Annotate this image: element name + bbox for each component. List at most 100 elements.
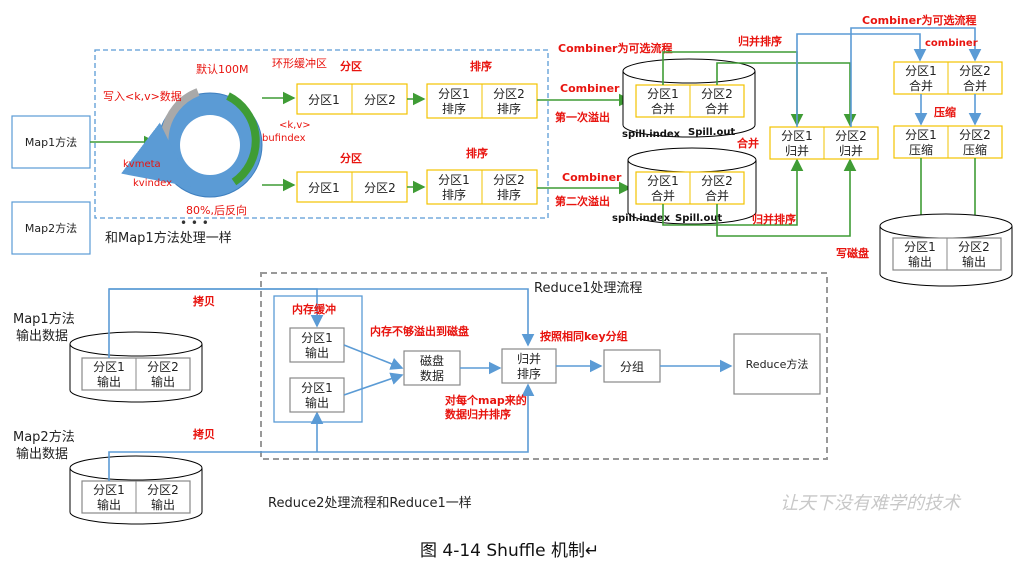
compressed-p2-a: 分区2 (959, 128, 991, 142)
default-100m-label: 默认100M (196, 63, 249, 76)
combiner-label-1: Combiner (560, 82, 620, 95)
copy-arrow-1 (108, 288, 535, 358)
spill2-out-label: Spill.out (675, 213, 722, 224)
ring-buffer-hole (180, 115, 240, 175)
combined-p2-a: 分区2 (959, 64, 991, 78)
figure-caption: 图 4-14 Shuffle 机制↵ (420, 541, 599, 561)
pct80-label: 80%,后反向 (186, 203, 247, 217)
compressed-p1-b: 压缩 (909, 142, 933, 157)
sort2-p2-a: 分区2 (493, 173, 525, 187)
per-map-label-a: 对每个map来的 (445, 393, 527, 407)
sort2-p2-b: 排序 (497, 187, 521, 202)
spill2-index-label: spill.index (612, 213, 671, 224)
merge1-to-combiner-arrow (796, 33, 927, 127)
merged-p1-a: 分区1 (781, 129, 813, 143)
reduce-method-box (733, 333, 821, 395)
map1-out-label-a: Map1方法 (13, 311, 75, 327)
spill2-p1-a: 分区1 (647, 174, 679, 188)
spill2-p1-b: 合并 (651, 188, 675, 203)
map2-out-label-b: 输出数据 (16, 446, 68, 462)
m2out-p2-b: 输出 (151, 497, 175, 512)
spill1-p2-b: 合并 (705, 101, 729, 116)
copy-to-mem-1 (109, 288, 324, 328)
m2out-p1-b: 输出 (97, 497, 121, 512)
output-p1-b: 输出 (908, 254, 932, 269)
sort-p2-a: 分区2 (493, 87, 525, 101)
first-spill-label: 第一次溢出 (555, 110, 610, 124)
bufindex-label: bufindex (262, 133, 306, 144)
per-map-label-b: 数据归并排序 (445, 407, 511, 421)
mem-part1-b: 输出 (305, 345, 329, 360)
spill2-p2-to-merge2 (716, 158, 857, 237)
partition-label-2: 分区 (340, 151, 362, 165)
merged-p1-b: 归并 (785, 144, 809, 158)
kvindex-label: kvindex (133, 178, 172, 189)
second-spill-label: 第二次溢出 (555, 194, 610, 208)
combiner-optional-label-2: Combiner为可选流程 (862, 13, 976, 27)
spill1-p1-a: 分区1 (647, 87, 679, 101)
merge-sort-label-2: 归并排序 (752, 212, 796, 226)
spill1-p2-a: 分区2 (701, 87, 733, 101)
sort-p1-a: 分区1 (438, 87, 470, 101)
map1-label: Map1方法 (25, 135, 77, 149)
sort2-p1-a: 分区1 (438, 173, 470, 187)
sort2-p1-b: 排序 (442, 187, 466, 202)
m2out-p2-a: 分区2 (147, 483, 179, 497)
combiner-optional-label: Combiner为可选流程 (558, 41, 672, 55)
merge-sort-a: 归并 (517, 352, 541, 366)
kvmeta-label: kvmeta (123, 159, 161, 170)
compressed-p2-b: 压缩 (963, 142, 987, 157)
watermark: 让天下没有难学的技术 (780, 493, 962, 514)
ellipsis-dots: • • • (180, 216, 209, 230)
output-p1-a: 分区1 (904, 240, 936, 254)
compress-label: 压缩 (934, 105, 956, 119)
spill1-p1-b: 合并 (651, 101, 675, 116)
m1out-p1-b: 输出 (97, 374, 121, 389)
combiner-small-label: combiner (925, 38, 978, 49)
spill2-p2-b: 合并 (705, 188, 729, 203)
memory-buffer-label: 内存缓冲 (292, 302, 336, 316)
combined-p1-b: 合并 (909, 78, 933, 93)
map1-out-label-b: 输出数据 (16, 328, 68, 344)
sort-label-1: 排序 (470, 59, 492, 73)
partition2-cell-2: 分区2 (364, 181, 396, 195)
merge-label: 合并 (737, 136, 759, 150)
disk-data-a: 磁盘 (420, 353, 444, 368)
merge2-to-combiner-arrow (850, 27, 982, 127)
mem1-to-disk-arrow (343, 344, 404, 370)
reduce1-title: Reduce1处理流程 (534, 281, 642, 296)
copy-label-2: 拷贝 (193, 427, 215, 441)
m1out-p1-a: 分区1 (93, 360, 125, 374)
merge-sort-label-1: 归并排序 (738, 34, 782, 48)
memory-buffer-box (273, 295, 363, 423)
mem2-to-disk-arrow (343, 372, 404, 396)
partition2-cell: 分区2 (364, 93, 396, 107)
map1-box (11, 115, 91, 169)
spill1-p2-to-merge2 (716, 62, 857, 127)
map2-out-label-a: Map2方法 (13, 429, 75, 445)
group-label: 分组 (620, 360, 644, 374)
sort-p2-b: 排序 (497, 101, 521, 116)
m1out-p2-b: 输出 (151, 374, 175, 389)
mem-part1-a: 分区1 (301, 331, 333, 345)
mem-part2-b: 输出 (305, 395, 329, 410)
kvmeta-arrow (121, 88, 200, 187)
m2out-p1-a: 分区1 (93, 483, 125, 497)
reduce-method-label: Reduce方法 (746, 357, 809, 371)
reduce2-note: Reduce2处理流程和Reduce1一样 (268, 496, 472, 511)
copy-arrow-2 (108, 383, 535, 481)
combined-p2-b: 合并 (963, 78, 987, 93)
kv-label: <k,v> (279, 120, 311, 131)
combined-p1-a: 分区1 (905, 64, 937, 78)
group-box (603, 349, 661, 383)
mem-part1-box (289, 327, 345, 363)
spill2-p1-to-merge1 (662, 158, 804, 226)
map2-note: 和Map1方法处理一样 (105, 230, 232, 246)
merged-p2-b: 归并 (839, 144, 863, 158)
group-by-key-label: 按照相同key分组 (540, 329, 628, 343)
merged-p2-a: 分区2 (835, 129, 867, 143)
sort-label-2: 排序 (466, 146, 488, 160)
spill1-out-label: Spill.out (688, 127, 735, 138)
write-disk-label: 写磁盘 (836, 246, 869, 260)
